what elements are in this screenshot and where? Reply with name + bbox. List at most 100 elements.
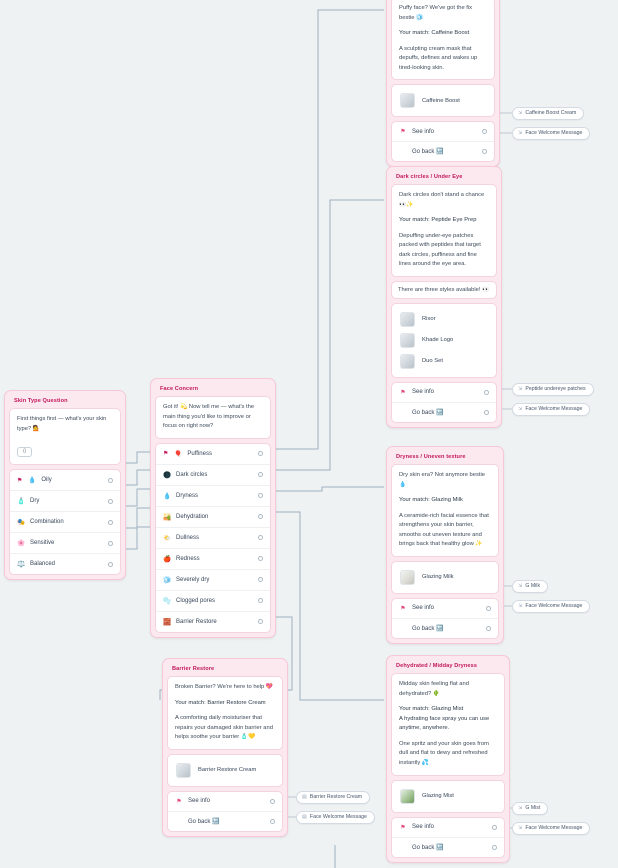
target-g-milk[interactable]: ⇲ G Milk <box>512 580 549 593</box>
reply-icon: ⚑ <box>400 129 406 136</box>
option-dullness[interactable]: 🌤️ Dullness <box>156 528 270 549</box>
button-go-back[interactable]: Go back 🔙 <box>392 403 496 422</box>
product-name: Barrier Restore Cream <box>198 767 257 774</box>
option-handle[interactable] <box>258 598 263 604</box>
option-handle[interactable] <box>258 451 263 457</box>
dryness-buttons[interactable]: ⚑ See info Go back 🔙 <box>391 597 499 639</box>
button-handle[interactable] <box>482 129 487 135</box>
option-dryness[interactable]: 💧 Dryness <box>156 486 270 507</box>
button-handle[interactable] <box>486 625 491 631</box>
message-line: Your match: Peptide Eye Prep <box>399 217 477 224</box>
option-clogged-pores[interactable]: 🫧 Clogged pores <box>156 591 270 612</box>
puffiness-buttons[interactable]: ⚑ See info Go back 🔙 <box>391 121 495 163</box>
button-handle[interactable] <box>484 409 489 415</box>
button-go-back[interactable]: Go back 🔙 <box>392 838 504 857</box>
button-handle[interactable] <box>492 844 497 850</box>
button-see-info[interactable]: ⚑ See info <box>392 122 494 143</box>
option-puffiness[interactable]: ⚑ 🎈 Puffiness <box>156 444 270 465</box>
option-emoji: ⚖️ <box>17 561 26 569</box>
node-dehydrated[interactable]: Dehydrated / Midday Dryness Midday skin … <box>386 655 510 863</box>
target-face-welcome-message[interactable]: ▤ Face Welcome Message <box>296 811 375 824</box>
button-label: See info <box>412 389 435 396</box>
option-label: Combination <box>30 519 64 526</box>
option-label: Dry <box>30 498 40 505</box>
node-link-icon: ⇲ <box>518 110 523 116</box>
option-handle[interactable] <box>258 535 263 541</box>
button-handle[interactable] <box>270 818 275 824</box>
node-face-concern[interactable]: Face Concern Got it! 💫 Now tell me — wha… <box>150 378 276 638</box>
target-face-welcome-message[interactable]: ⇲ Face Welcome Message <box>512 403 591 416</box>
option-label: Dehydration <box>176 513 209 520</box>
button-go-back[interactable]: Go back 🔙 <box>392 142 494 161</box>
node-skin-type[interactable]: Skin Type Question First things first — … <box>4 390 126 581</box>
option-label: Oily <box>41 477 52 484</box>
button-handle[interactable] <box>270 798 275 804</box>
option-handle[interactable] <box>258 556 263 562</box>
option-handle[interactable] <box>258 472 263 478</box>
option-handle[interactable] <box>258 577 263 583</box>
node-dark-circles[interactable]: Dark circles / Under Eye Dark circles do… <box>386 166 502 428</box>
button-label: See info <box>412 824 435 830</box>
dehydrated-buttons[interactable]: ⚑ See info Go back 🔙 <box>391 816 505 858</box>
option-handle[interactable] <box>258 514 263 520</box>
button-label: Go back 🔙 <box>412 625 444 632</box>
button-go-back[interactable]: Go back 🔙 <box>168 812 282 831</box>
button-see-info[interactable]: ⚑ See info <box>168 792 282 812</box>
option-handle[interactable] <box>108 519 113 525</box>
button-handle[interactable] <box>486 605 491 611</box>
option-handle[interactable] <box>258 619 263 625</box>
option-oily[interactable]: ⚑ 💧 Oily <box>10 470 120 492</box>
barrier-restore-buttons[interactable]: ⚑ See info Go back 🔙 <box>167 790 283 832</box>
option-handle[interactable] <box>108 498 113 504</box>
message-panel: Puffy face? We've got the fix bestie 🧊 Y… <box>391 0 495 81</box>
option-emoji: 🎭 <box>17 519 26 527</box>
option-emoji: 🫧 <box>163 597 172 605</box>
target-label: Barrier Restore Cream <box>309 794 363 800</box>
button-handle[interactable] <box>484 389 489 395</box>
target-caffeine-boost-cream[interactable]: ⇲ Caffeine Boost Cream <box>512 107 585 120</box>
target-face-welcome-message[interactable]: ⇲ Face Welcome Message <box>512 822 591 835</box>
dark-circles-buttons[interactable]: ⚑ See info Go back 🔙 <box>391 381 497 423</box>
product-thumbnail-icon <box>400 569 415 585</box>
option-dehydration[interactable]: 🏜️ Dehydration <box>156 507 270 528</box>
option-handle[interactable] <box>258 493 263 499</box>
skin-type-options[interactable]: ⚑ 💧 Oily 🧴 Dry 🎭 Combination 🌸 Sensitive <box>9 469 121 576</box>
target-face-welcome-message[interactable]: ⇲ Face Welcome Message <box>512 600 591 613</box>
button-see-info[interactable]: ⚑ See info <box>392 383 496 403</box>
button-see-info[interactable]: ⚑ See info <box>392 599 498 619</box>
option-emoji: 🌸 <box>17 540 26 548</box>
button-see-info[interactable]: ⚑ See info <box>392 818 504 838</box>
option-dark-circles[interactable]: 🌑 Dark circles <box>156 465 270 486</box>
option-redness[interactable]: 🍎 Redness <box>156 549 270 570</box>
product-panel: Barrier Restore Cream <box>167 753 283 787</box>
message-panel: Midday skin feeling flat and dehydrated?… <box>391 673 505 776</box>
option-combination[interactable]: 🎭 Combination <box>10 512 120 534</box>
style-name: Rixor <box>422 316 436 323</box>
button-handle[interactable] <box>492 824 497 830</box>
face-concern-options[interactable]: ⚑ 🎈 Puffiness 🌑 Dark circles 💧 Dryness 🏜… <box>155 442 271 633</box>
button-go-back[interactable]: Go back 🔙 <box>392 619 498 638</box>
option-dry[interactable]: 🧴 Dry <box>10 491 120 513</box>
option-barrier-restore[interactable]: 🧱 Barrier Restore <box>156 612 270 632</box>
message-panel: Dry skin era? Not anymore bestie 💧 Your … <box>391 464 499 557</box>
message-panel: Dark circles don't stand a chance 👀✨ You… <box>391 184 497 277</box>
target-face-welcome-message[interactable]: ⇲ Face Welcome Message <box>512 127 591 140</box>
button-handle[interactable] <box>482 149 487 155</box>
option-handle[interactable] <box>108 477 113 483</box>
option-sensitive[interactable]: 🌸 Sensitive <box>10 533 120 555</box>
message-line: Your match: Glazing Mist A hydrating fac… <box>399 706 490 732</box>
option-handle[interactable] <box>108 540 113 546</box>
message-line: A comforting daily moisturiser that repa… <box>175 715 273 741</box>
option-balanced[interactable]: ⚖️ Balanced <box>10 554 120 574</box>
node-dryness[interactable]: Dryness / Uneven texture Dry skin era? N… <box>386 446 504 644</box>
option-severely-dry[interactable]: 🧊 Severely dry <box>156 570 270 591</box>
skin-type-input[interactable]: 0 <box>17 447 33 458</box>
target-barrier-restore-cream[interactable]: ▤ Barrier Restore Cream <box>296 791 371 804</box>
target-peptide-undereye-patches[interactable]: ⇲ Peptide undereye patches <box>512 383 594 396</box>
node-barrier-restore[interactable]: Barrier Restore Broken Barrier? We're he… <box>162 658 288 837</box>
target-g-mist[interactable]: ⇲ G Mist <box>512 802 549 815</box>
message-line: Your match: Barrier Restore Cream <box>175 699 266 706</box>
node-puffiness[interactable]: Puffy face? We've got the fix bestie 🧊 Y… <box>386 0 500 168</box>
option-handle[interactable] <box>108 561 113 567</box>
